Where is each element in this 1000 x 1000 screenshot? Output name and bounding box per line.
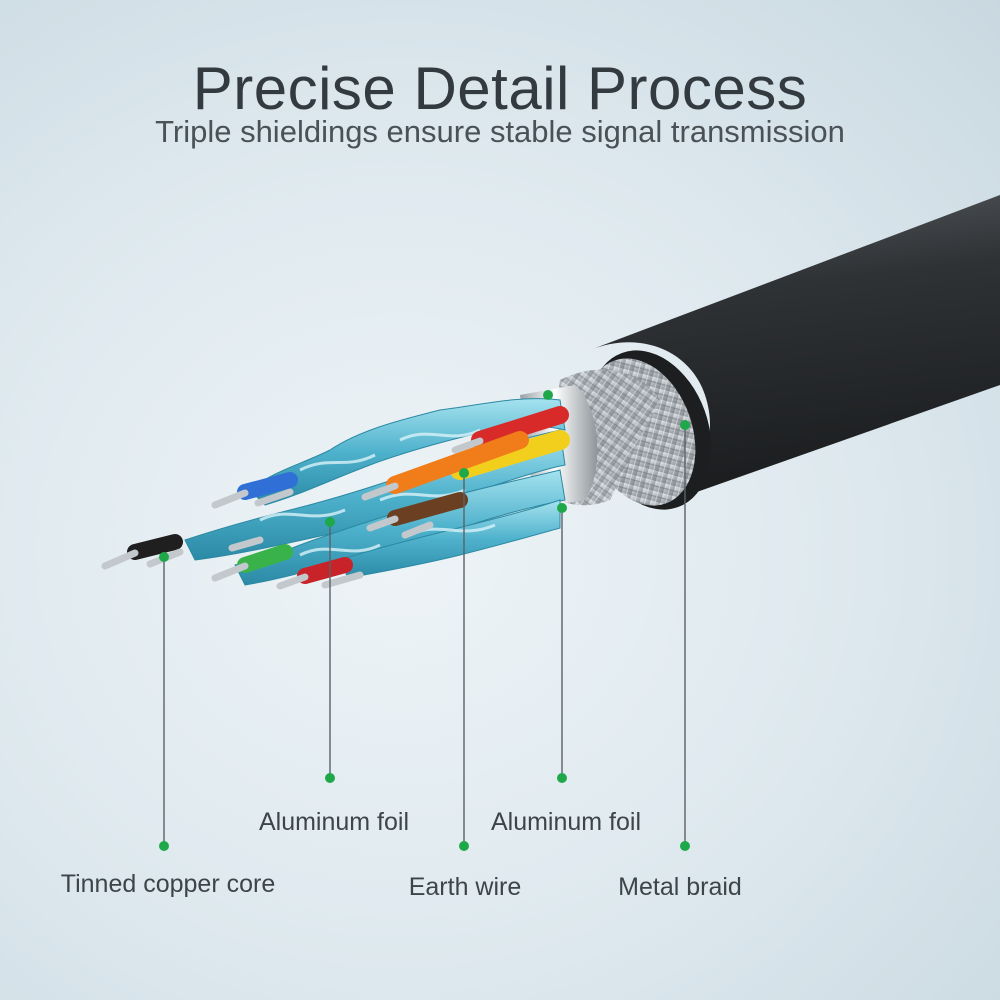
callout-dots <box>159 390 690 851</box>
label-aluminum-foil-inner: Aluminum foil <box>258 808 410 836</box>
inner-wires <box>127 406 570 584</box>
label-tinned-copper-core: Tinned copper core <box>60 870 276 898</box>
callout-lines <box>163 425 686 846</box>
cable-jacket <box>590 195 1000 505</box>
label-aluminum-foil-outer: Aluminum foil <box>490 808 642 836</box>
label-metal-braid: Metal braid <box>618 873 742 901</box>
page-title: Precise Detail Process <box>192 55 808 123</box>
label-earth-wire: Earth wire <box>408 873 522 901</box>
page-subtitle: Triple shieldings ensure stable signal t… <box>155 114 845 149</box>
